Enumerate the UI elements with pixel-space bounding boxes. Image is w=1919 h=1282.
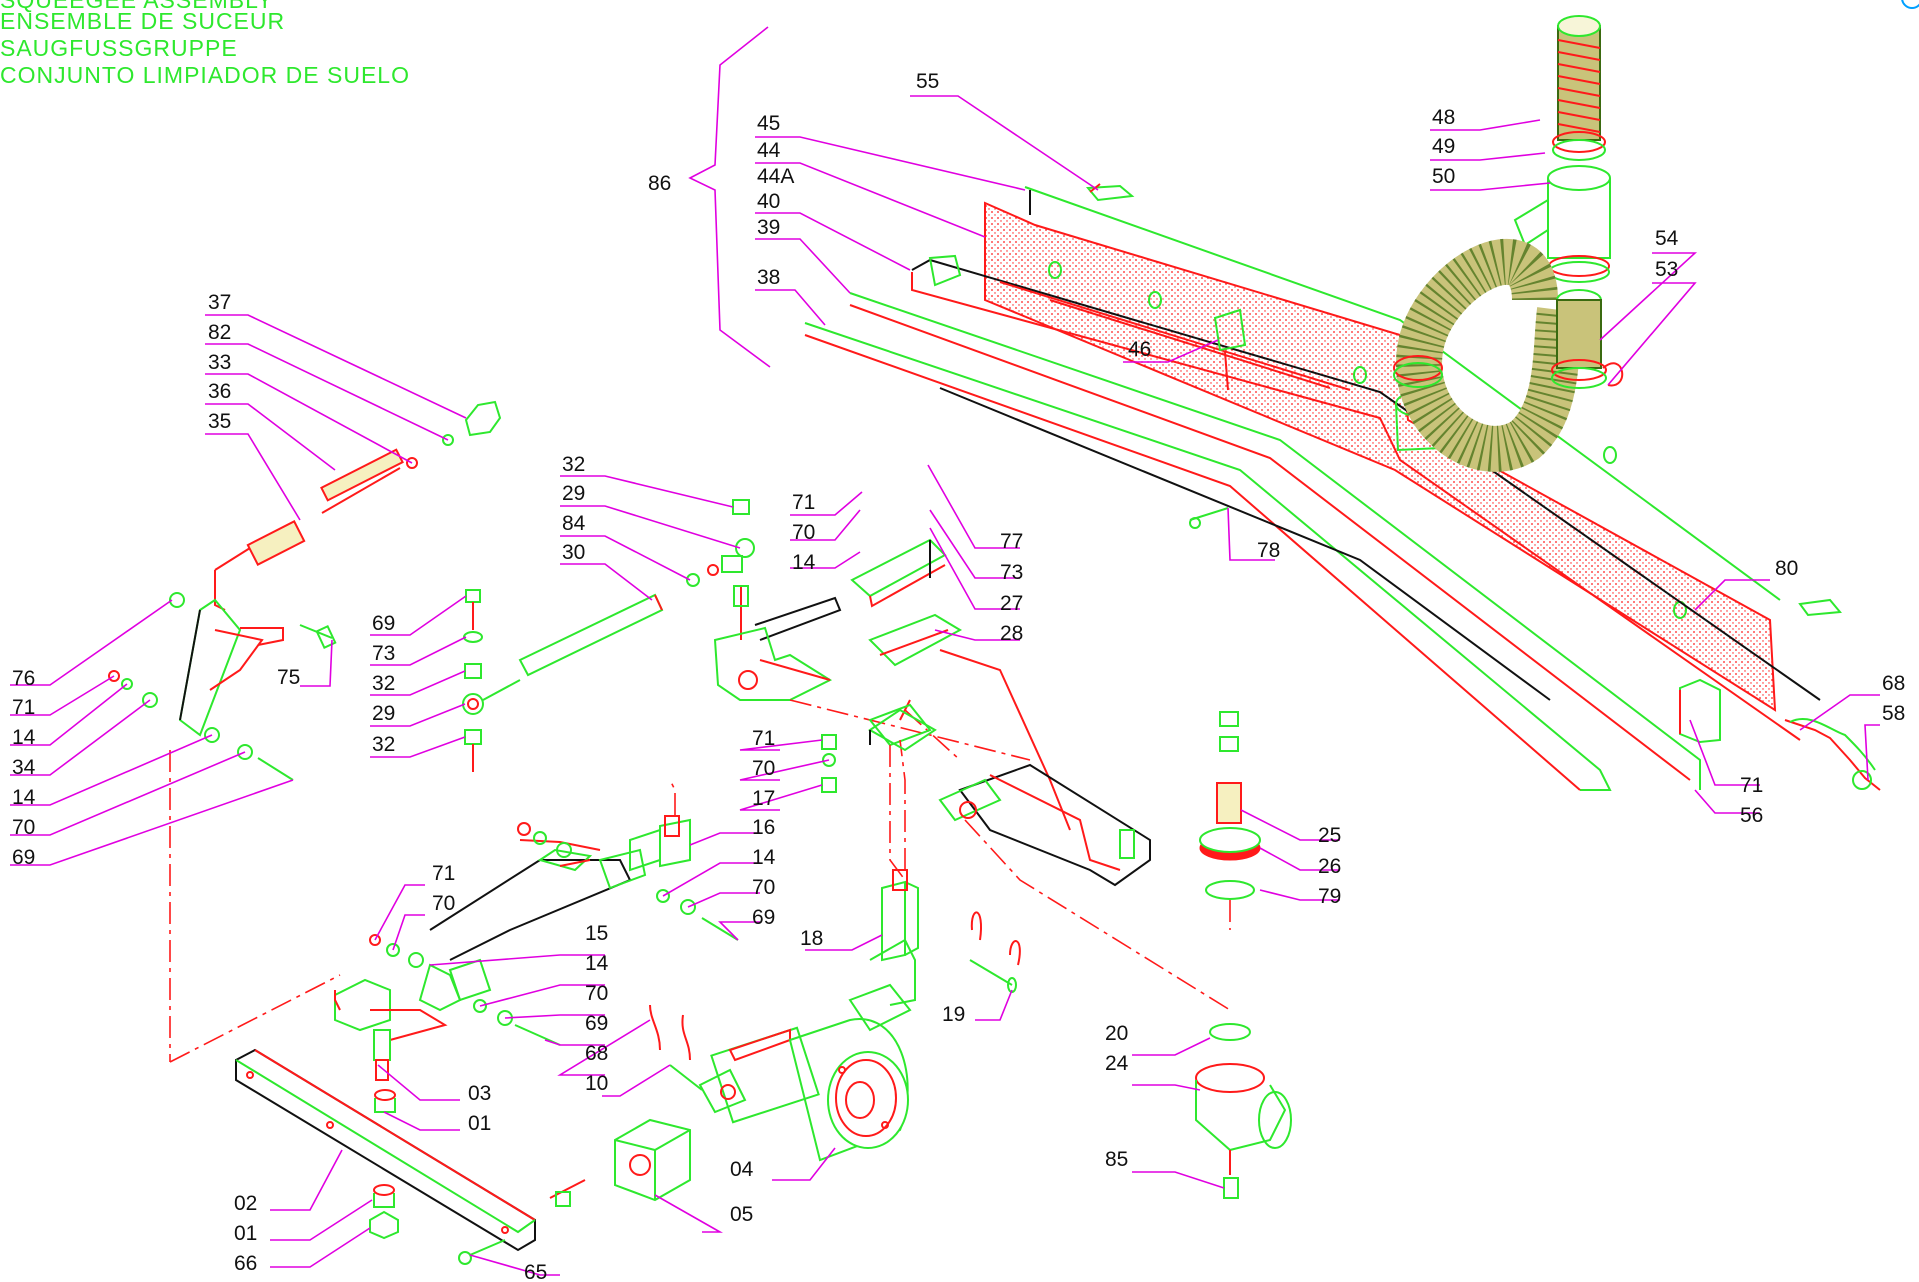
- callout-68: 68: [585, 1042, 608, 1065]
- callout-86-brace: [688, 26, 771, 368]
- callout-38: 38: [757, 266, 780, 289]
- title-line-fr: ENSEMBLE DE SUCEUR: [0, 8, 286, 34]
- callout-29-mid: 29: [372, 702, 395, 725]
- callout-14-left-2: 14: [12, 786, 36, 809]
- callout-85: 85: [1105, 1148, 1128, 1171]
- callout-55: 55: [916, 70, 939, 93]
- callout-20: 20: [1105, 1022, 1128, 1045]
- callout-68: 68: [1882, 672, 1905, 695]
- callout-40: 40: [757, 190, 780, 213]
- callout-14-mid: 14: [752, 846, 776, 869]
- callout-80: 80: [1775, 557, 1798, 580]
- title-line-es: CONJUNTO LIMPIADOR DE SUELO: [0, 62, 410, 88]
- callout-39: 39: [757, 216, 780, 239]
- callout-19: 19: [942, 1003, 965, 1026]
- callout-84: 84: [562, 512, 586, 535]
- callout-70-mid: 70: [752, 757, 775, 780]
- callout-01-low: 01: [234, 1222, 257, 1245]
- callout-69-mid: 69: [752, 906, 775, 929]
- callout-02: 02: [234, 1192, 257, 1215]
- callout-14: 14: [792, 551, 816, 574]
- callout-79: 79: [1318, 885, 1341, 908]
- pivot-clamp: [629, 703, 932, 881]
- squeegee-frame-assembly: [688, 15, 1842, 791]
- callout-66: 66: [234, 1252, 257, 1275]
- callout-17: 17: [752, 787, 775, 810]
- callout-78: 78: [1257, 539, 1280, 562]
- callout-86: 86: [648, 172, 671, 195]
- callout-16: 16: [752, 816, 775, 839]
- suction-hose: [1393, 15, 1624, 472]
- spring-linkage: [108, 400, 502, 1062]
- callout-04: 04: [730, 1158, 754, 1181]
- callout-53: 53: [1655, 258, 1678, 281]
- callout-58: 58: [1882, 702, 1905, 725]
- callout-48: 48: [1432, 106, 1455, 129]
- callout-15: 15: [585, 922, 608, 945]
- callout-10: 10: [585, 1072, 608, 1095]
- callout-33: 33: [208, 351, 231, 374]
- callout-32: 32: [562, 453, 585, 476]
- title-line-de: SAUGFUSSGRUPPE: [0, 35, 238, 61]
- callout-35: 35: [208, 410, 231, 433]
- callout-65: 65: [524, 1261, 547, 1282]
- callout-76: 76: [12, 667, 35, 690]
- callout-37: 37: [208, 291, 231, 314]
- callout-14-left: 14: [12, 726, 36, 749]
- callout-03: 03: [468, 1082, 491, 1105]
- callout-14-yoke: 14: [585, 952, 609, 975]
- title-line-en: SQUEEGEE ASSEMBLY: [0, 0, 274, 13]
- link-rod: [462, 499, 755, 772]
- callout-70-yoke-2: 70: [585, 982, 608, 1005]
- callout-70-left: 70: [12, 816, 35, 839]
- callout-44: 44: [757, 139, 781, 162]
- callout-77: 77: [1000, 530, 1023, 553]
- callout-36: 36: [208, 380, 231, 403]
- callout-56: 56: [1740, 804, 1763, 827]
- actuator-motor: [614, 708, 1021, 1202]
- callout-71-mid: 71: [752, 727, 775, 750]
- lever-plates: [713, 538, 1231, 1011]
- callout-71-left: 71: [12, 696, 35, 719]
- callout-01: 01: [468, 1112, 491, 1135]
- callout-49: 49: [1432, 135, 1455, 158]
- callout-70-mid-2: 70: [752, 876, 775, 899]
- callout-25: 25: [1318, 824, 1341, 847]
- callout-18: 18: [800, 927, 823, 950]
- callout-69-left: 69: [12, 846, 35, 869]
- callout-50: 50: [1432, 165, 1455, 188]
- callout-05: 05: [730, 1203, 753, 1226]
- corner-marker: [1901, 0, 1919, 9]
- callout-29: 29: [562, 482, 585, 505]
- caster-wheel: [1195, 711, 1292, 1199]
- callout-71-right: 71: [1740, 774, 1763, 797]
- callout-34: 34: [12, 756, 36, 779]
- callout-75: 75: [277, 666, 300, 689]
- callout-numbers: 55 45 44 44A 40 39 38 86 48 49 50 54 53 …: [12, 70, 1905, 1282]
- callout-71: 71: [792, 491, 815, 514]
- callout-46: 46: [1128, 338, 1151, 361]
- callout-73: 73: [1000, 561, 1023, 584]
- callout-82: 82: [208, 321, 231, 344]
- callout-30: 30: [562, 541, 585, 564]
- callout-27: 27: [1000, 592, 1023, 615]
- callout-54: 54: [1655, 227, 1679, 250]
- squeegee-bar: [235, 1048, 586, 1265]
- callout-44a: 44A: [757, 165, 794, 188]
- callout-73: 73: [372, 642, 395, 665]
- callout-71-yoke: 71: [432, 862, 455, 885]
- callout-32-low: 32: [372, 733, 395, 756]
- callout-69-yoke: 69: [585, 1012, 608, 1035]
- callout-32-mid: 32: [372, 672, 395, 695]
- callout-69: 69: [372, 612, 395, 635]
- callout-28: 28: [1000, 622, 1023, 645]
- callout-24: 24: [1105, 1052, 1129, 1075]
- callout-70: 70: [792, 521, 815, 544]
- callout-26: 26: [1318, 855, 1341, 878]
- callout-45: 45: [757, 112, 780, 135]
- leader-lines: [10, 95, 1880, 1276]
- callout-70-yoke: 70: [432, 892, 455, 915]
- control-yoke: [169, 822, 739, 1113]
